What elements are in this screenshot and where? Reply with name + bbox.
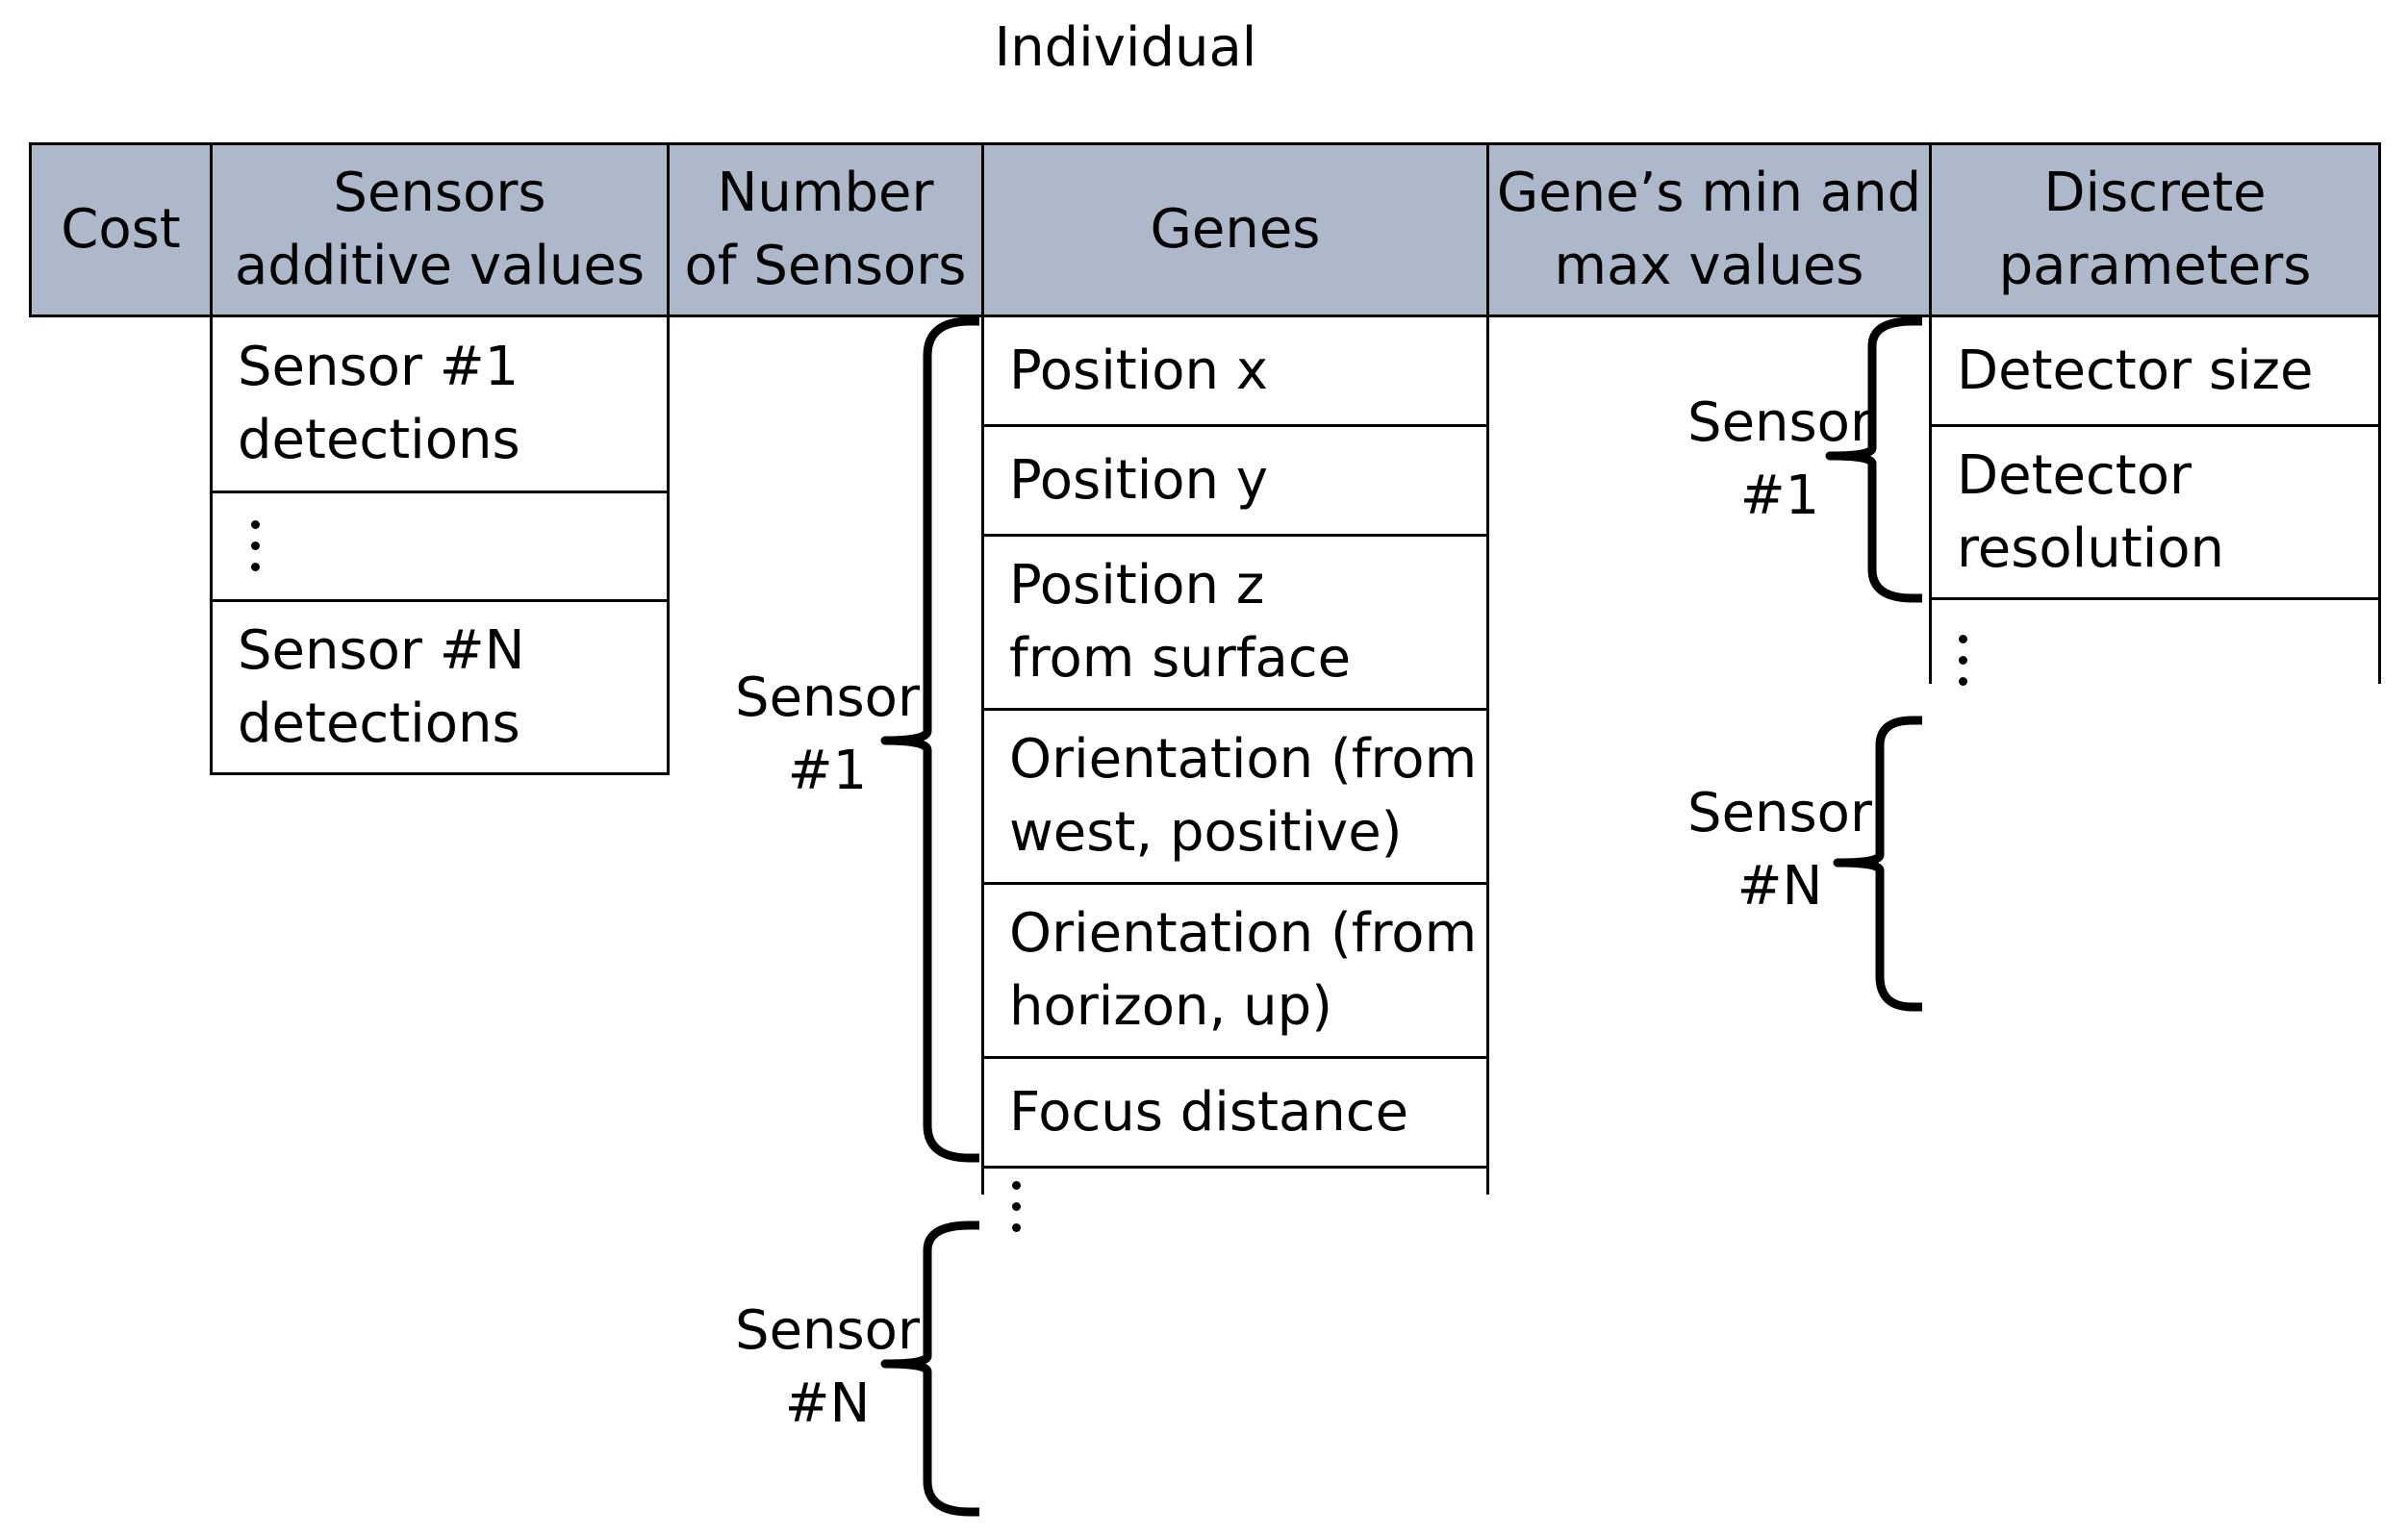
gene-orientation-west: Orientation (from west, positive)	[981, 708, 1489, 885]
gene-position-z: Position z from surface	[981, 534, 1489, 711]
vertical-ellipsis-icon	[1006, 1181, 1026, 1239]
brace-discrete-sensor-1-icon	[1825, 316, 1922, 603]
brace-label-discrete-sensor-1: Sensor #1	[1687, 391, 1872, 527]
sensor-1-detections-cell: Sensor #1 detections	[210, 315, 670, 493]
gene-position-y: Position y	[981, 424, 1489, 537]
gene-orientation-horizon: Orientation (from horizon, up)	[981, 882, 1489, 1059]
genes-continuation-left-line	[981, 1166, 984, 1195]
brace-genes-sensor-1-icon	[880, 316, 979, 1163]
brace-discrete-sensor-n-icon	[1833, 716, 1922, 1012]
diagram-title: Individual	[994, 16, 1257, 79]
brace-label-genes-sensor-n: Sensor #N	[735, 1299, 920, 1435]
header-cost: Cost	[61, 198, 181, 261]
header-gene-min-max: Gene’s min and max values	[1486, 142, 1929, 317]
sensor-n-detections-cell: Sensor #N detections	[210, 599, 670, 775]
brace-label-discrete-sensor-n: Sensor #N	[1687, 782, 1872, 918]
discrete-continuation-left-line	[1929, 597, 1932, 684]
gene-position-x: Position x	[981, 315, 1489, 427]
vertical-ellipsis-icon	[245, 520, 265, 578]
genes-continuation-right-line	[1486, 1166, 1489, 1195]
brace-genes-sensor-n-icon	[880, 1220, 979, 1517]
discrete-detector-resolution: Detector resolution	[1929, 424, 2381, 600]
discrete-detector-size: Detector size	[1929, 315, 2381, 427]
gene-focus-distance: Focus distance	[981, 1056, 1489, 1169]
header-number-of-sensors: Number of Sensors	[667, 142, 981, 317]
header-discrete-parameters: Discrete parameters	[1929, 142, 2378, 317]
vertical-ellipsis-icon	[1953, 635, 1972, 692]
header-band	[29, 142, 2381, 317]
brace-label-genes-sensor-1: Sensor #1	[735, 667, 920, 802]
discrete-continuation-right-line	[2378, 597, 2381, 684]
ellipsis-cell	[210, 491, 670, 602]
header-sensors-additive-values: Sensors additive values	[210, 142, 667, 317]
header-genes: Genes	[981, 142, 1486, 317]
